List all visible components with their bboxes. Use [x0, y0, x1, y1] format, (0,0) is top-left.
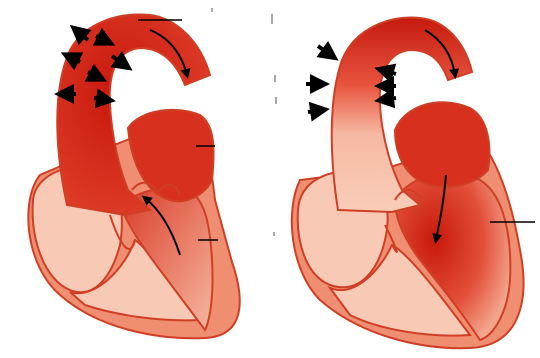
pressure-arrow-icon [308, 110, 322, 112]
pressure-arrow-icon [382, 98, 396, 100]
right-heart-panel [292, 18, 535, 349]
left-heart-panel [28, 14, 239, 338]
pressure-arrow-icon [94, 98, 108, 100]
pressure-arrow-icon [318, 46, 332, 56]
